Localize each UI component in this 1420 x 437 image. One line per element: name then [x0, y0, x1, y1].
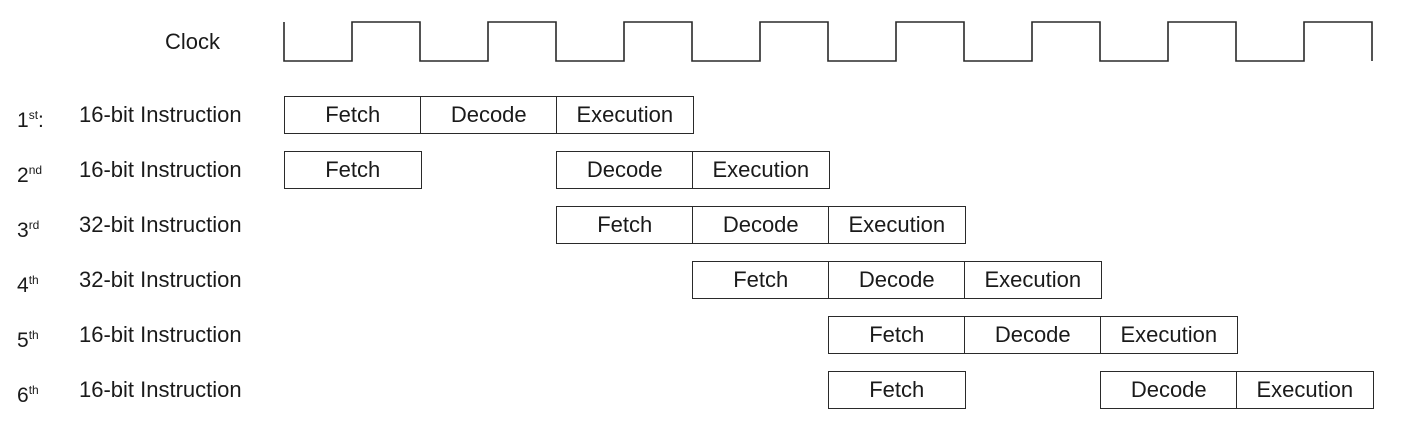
instruction-name: 32-bit Instruction — [79, 267, 242, 292]
stage-fetch-box: Fetch — [828, 316, 966, 354]
stage-fetch-box: Fetch — [284, 151, 422, 189]
instruction-ordinal: 4th — [17, 273, 39, 297]
stage-execution-box: Execution — [692, 151, 830, 189]
stage-decode-box: Decode — [556, 151, 694, 189]
stage-decode-box: Decode — [828, 261, 966, 299]
clock-label: Clock — [165, 29, 221, 54]
stage-execution-box: Execution — [556, 96, 694, 134]
instruction-ordinal: 3rd — [17, 218, 40, 242]
instruction-ordinal: 5th — [17, 328, 39, 352]
stage-execution-box: Execution — [1100, 316, 1238, 354]
instruction-name: 16-bit Instruction — [79, 322, 242, 347]
stage-execution-box: Execution — [828, 206, 966, 244]
instruction-ordinal: 1st: — [17, 108, 44, 132]
stage-decode-box: Decode — [692, 206, 830, 244]
clock-signal-line — [283, 21, 1373, 62]
stage-decode-box: Decode — [964, 316, 1102, 354]
stage-fetch-box: Fetch — [556, 206, 694, 244]
instruction-ordinal: 6th — [17, 383, 39, 407]
stage-execution-box: Execution — [964, 261, 1102, 299]
instruction-name: 16-bit Instruction — [79, 377, 242, 402]
instruction-ordinal: 2nd — [17, 163, 43, 187]
instruction-name: 16-bit Instruction — [79, 102, 242, 127]
stage-execution-box: Execution — [1236, 371, 1374, 409]
stage-fetch-box: Fetch — [692, 261, 830, 299]
stage-decode-box: Decode — [1100, 371, 1238, 409]
stage-fetch-box: Fetch — [828, 371, 966, 409]
instruction-name: 32-bit Instruction — [79, 212, 242, 237]
instruction-name: 16-bit Instruction — [79, 157, 242, 182]
stage-fetch-box: Fetch — [284, 96, 422, 134]
stage-decode-box: Decode — [420, 96, 558, 134]
